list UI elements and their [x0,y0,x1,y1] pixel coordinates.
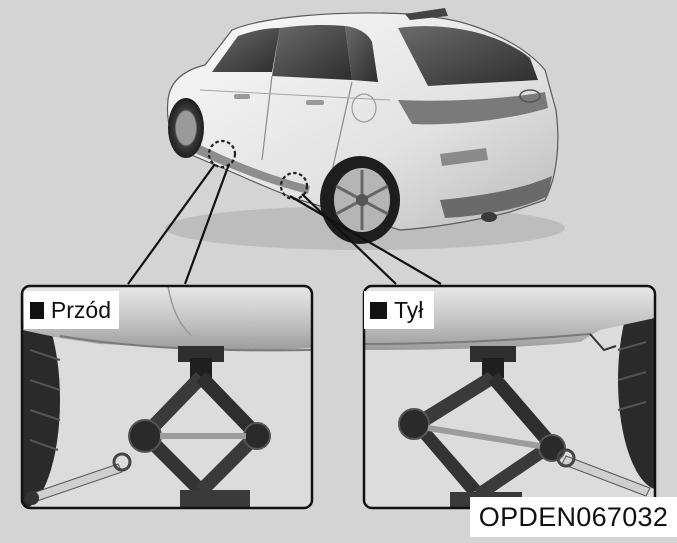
car [165,8,565,250]
figure-code: OPDEN067032 [470,497,677,537]
jack-handle-icon [25,452,132,505]
jack-point-marker-icon [207,139,237,169]
rear-label-text: Tył [394,297,424,323]
rear-panel-label: Tył [364,291,434,329]
label-square-icon [370,301,387,319]
callout-lines [127,163,442,285]
rear-wheel [320,156,400,244]
scissor-jack-icon [128,346,271,508]
front-label-text: Przód [50,297,111,323]
label-square-icon [30,301,44,319]
jack-handle-icon [556,448,651,497]
front-panel-label: Przód [24,291,119,329]
